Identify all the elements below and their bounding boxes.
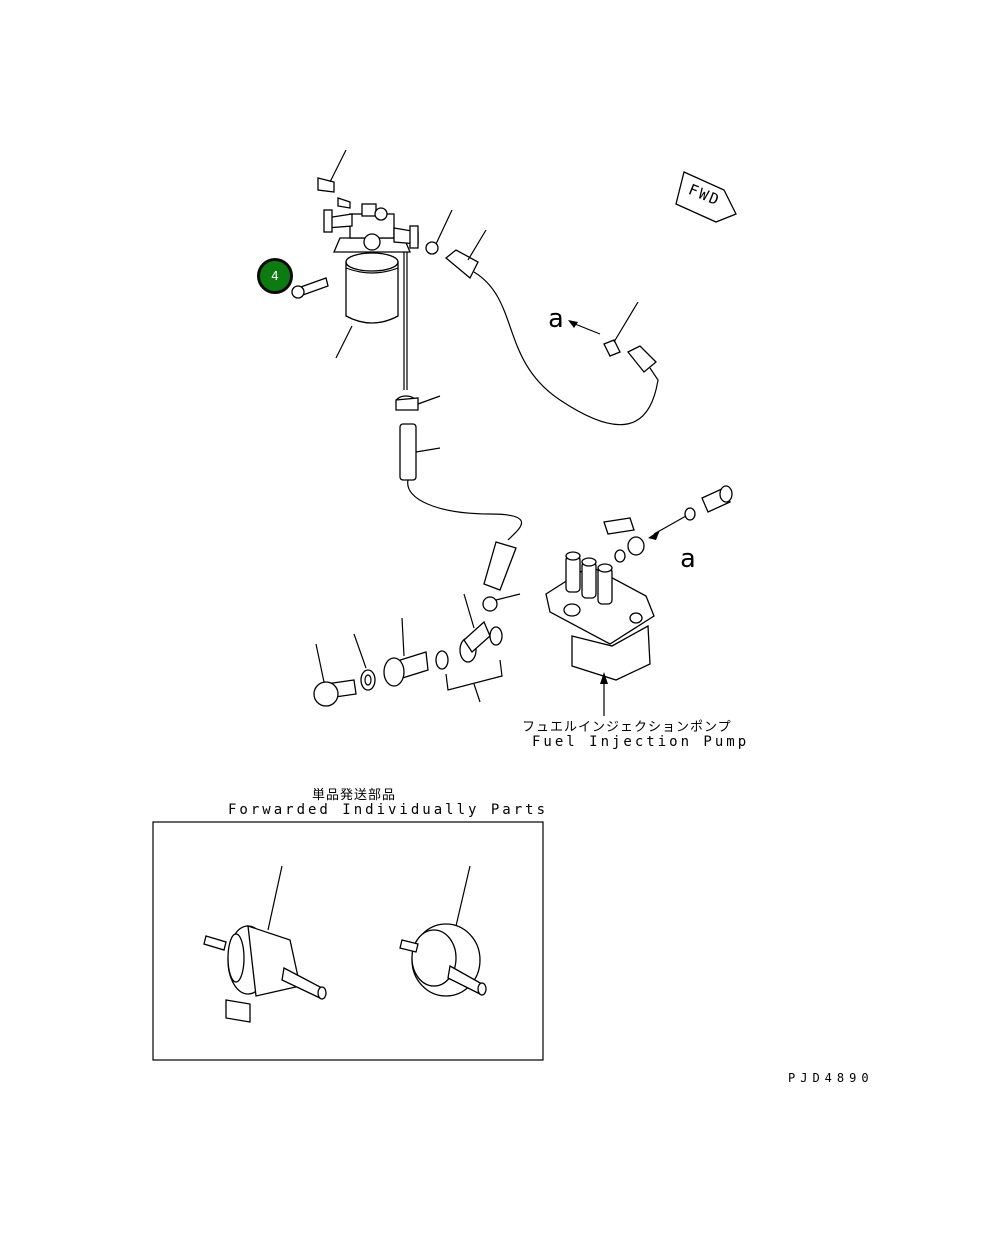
section-title-en: Forwarded Individually Parts: [228, 802, 549, 818]
pump-label-jp: フュエルインジェクションポンプ: [522, 720, 732, 735]
fuel-pump-round: [399, 865, 487, 997]
injection-pump: [545, 551, 655, 716]
feed-hose: [395, 395, 523, 612]
forwarded-parts-box: [152, 821, 544, 1061]
fwd-arrow: [675, 171, 737, 223]
fuel-pump-with-bracket: [203, 865, 327, 1023]
callout-number-4[interactable]: 4: [257, 258, 293, 294]
fuel-filter: [291, 149, 419, 390]
marker-a-lower: a: [680, 544, 696, 574]
marker-a-upper: a: [548, 304, 564, 334]
return-hose: [425, 209, 659, 426]
pump-fittings: [603, 485, 733, 563]
banjo-fittings: [313, 593, 503, 707]
drawing-code: PJD4890: [788, 1071, 874, 1085]
callout-number-label: 4: [271, 269, 279, 283]
section-title-jp: 単品発送部品: [312, 788, 397, 803]
pump-label-en: Fuel Injection Pump: [532, 734, 750, 750]
